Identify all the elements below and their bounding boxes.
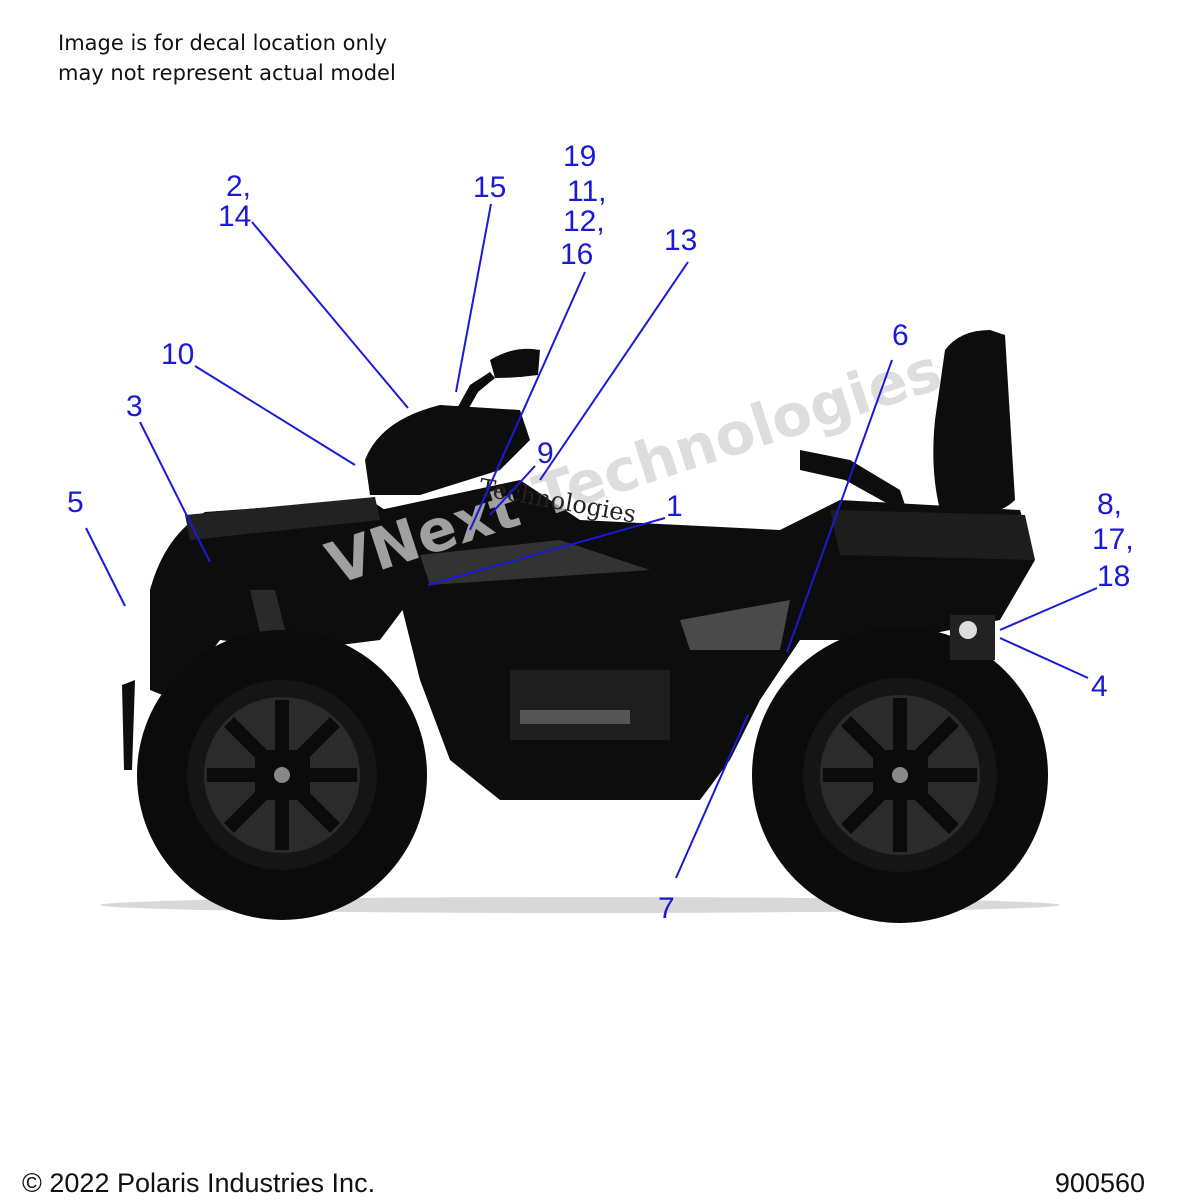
callout-9: 9 xyxy=(537,437,554,470)
copyright-notice: © 2022 Polaris Industries Inc. xyxy=(22,1168,376,1198)
atv-vehicle xyxy=(122,330,1048,923)
engine-detail xyxy=(520,710,630,724)
disclaimer-note: Image is for decal location only may not… xyxy=(58,28,396,88)
leader-10 xyxy=(194,365,356,466)
leader-3 xyxy=(139,421,211,563)
callout-8: 8, xyxy=(1097,488,1122,521)
leader-13 xyxy=(455,203,492,393)
rear-rack xyxy=(830,510,1035,560)
leader-1 xyxy=(427,517,666,586)
disclaimer-line-2: may not represent actual model xyxy=(58,61,396,85)
front-fender xyxy=(150,500,410,700)
callout-17: 17, xyxy=(1092,523,1134,556)
handlebar-pod xyxy=(365,405,530,495)
rear-wheel xyxy=(752,627,1048,923)
callout-7: 7 xyxy=(658,892,675,925)
callout-18: 18 xyxy=(1097,560,1130,593)
callout-1: 1 xyxy=(666,490,683,523)
callout-3: 3 xyxy=(126,390,143,423)
taillight-lens xyxy=(959,621,977,639)
grab-handle xyxy=(800,450,905,505)
front-wheel xyxy=(137,630,427,920)
leader-6 xyxy=(786,359,893,653)
body-stripe xyxy=(420,540,650,585)
disclaimer-line-1: Image is for decal location only xyxy=(58,31,388,55)
leader-2-14 xyxy=(251,221,409,409)
callout-4: 4 xyxy=(1091,670,1108,703)
callout-6: 6 xyxy=(892,319,909,352)
callout-13: 15 xyxy=(473,171,506,204)
callout-16: 16 xyxy=(560,238,593,271)
leader-8-17-18 xyxy=(999,587,1098,631)
callout-12: 12, xyxy=(563,205,605,238)
leader-4 xyxy=(999,637,1089,679)
leader-15 xyxy=(539,261,689,481)
part-number: 900560 xyxy=(1054,1168,1145,1198)
callout-15: 13 xyxy=(664,224,697,257)
mirror xyxy=(490,348,540,378)
callout-labels: 19 15 2, 14 11, 12, 16 13 6 10 3 9 5 1 8… xyxy=(67,140,1134,925)
side-panel-accent xyxy=(680,600,790,650)
leader-7 xyxy=(675,714,749,879)
callout-19: 19 xyxy=(563,140,596,173)
leader-9 xyxy=(489,465,536,516)
leader-lines xyxy=(85,203,1098,879)
leader-5 xyxy=(85,527,126,607)
leader-11-12-16 xyxy=(469,271,586,531)
winch-strap xyxy=(122,680,135,770)
front-rack xyxy=(185,497,380,540)
callout-14: 14 xyxy=(218,200,251,233)
callout-5: 5 xyxy=(67,486,84,519)
mirror-stem xyxy=(455,372,495,415)
callout-10: 10 xyxy=(161,338,194,371)
callout-2: 2, xyxy=(226,170,251,203)
callout-11: 11, xyxy=(567,175,606,208)
engine xyxy=(510,670,670,740)
seat-backrest xyxy=(933,330,1015,515)
